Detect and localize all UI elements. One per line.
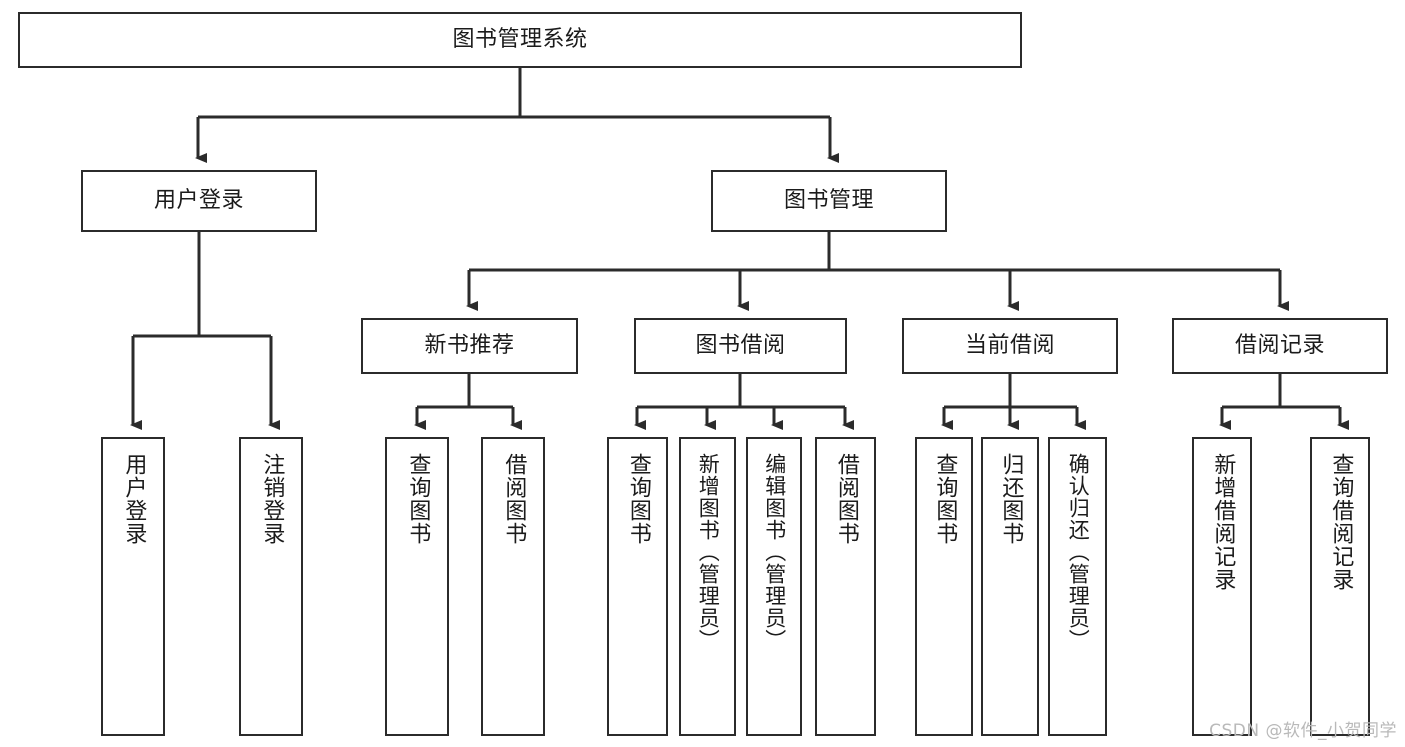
node-leaf-add-borrow-record[interactable]: 新增借阅记录 — [1192, 437, 1252, 736]
node-leaf-query-book-recommend-label: 查询图书 — [405, 453, 431, 545]
node-root[interactable]: 图书管理系统 — [18, 12, 1022, 68]
node-new-book-recommend-label: 新书推荐 — [424, 332, 515, 358]
node-book-borrow-label: 图书借阅 — [695, 332, 786, 358]
node-borrow-record[interactable]: 借阅记录 — [1172, 318, 1388, 374]
node-leaf-return-book[interactable]: 归还图书 — [981, 437, 1039, 736]
node-leaf-borrow-book-recommend[interactable]: 借阅图书 — [481, 437, 545, 736]
node-leaf-add-book-admin-label: 新增图书（管理员） — [696, 453, 721, 651]
node-user-login-label: 用户登录 — [153, 187, 244, 213]
node-current-borrow-label: 当前借阅 — [964, 332, 1055, 358]
node-borrow-record-label: 借阅记录 — [1234, 332, 1325, 358]
node-leaf-user-login-label: 用户登录 — [121, 453, 147, 545]
node-leaf-user-login[interactable]: 用户登录 — [101, 437, 165, 736]
node-leaf-query-book-current-label: 查询图书 — [932, 453, 958, 545]
node-root-label: 图书管理系统 — [452, 26, 588, 52]
node-book-borrow[interactable]: 图书借阅 — [634, 318, 847, 374]
node-leaf-edit-book-admin[interactable]: 编辑图书（管理员） — [746, 437, 802, 736]
node-leaf-edit-book-admin-label: 编辑图书（管理员） — [762, 453, 787, 651]
node-leaf-query-book-current[interactable]: 查询图书 — [915, 437, 973, 736]
node-leaf-borrow-book-label: 借阅图书 — [833, 453, 859, 545]
node-leaf-confirm-return-admin[interactable]: 确认归还（管理员） — [1048, 437, 1107, 736]
node-leaf-query-book-recommend[interactable]: 查询图书 — [385, 437, 449, 736]
node-user-login[interactable]: 用户登录 — [81, 170, 317, 232]
node-leaf-confirm-return-admin-label: 确认归还（管理员） — [1066, 453, 1091, 651]
node-leaf-borrow-book-recommend-label: 借阅图书 — [501, 453, 527, 545]
node-new-book-recommend[interactable]: 新书推荐 — [361, 318, 578, 374]
node-leaf-logout-login-label: 注销登录 — [259, 453, 285, 545]
node-leaf-query-borrow-record[interactable]: 查询借阅记录 — [1310, 437, 1370, 736]
node-leaf-query-borrow-record-label: 查询借阅记录 — [1328, 453, 1354, 591]
node-book-management-label: 图书管理 — [783, 187, 874, 213]
node-leaf-add-borrow-record-label: 新增借阅记录 — [1210, 453, 1236, 591]
node-leaf-query-book-borrow[interactable]: 查询图书 — [607, 437, 668, 736]
node-leaf-return-book-label: 归还图书 — [998, 453, 1024, 545]
node-leaf-add-book-admin[interactable]: 新增图书（管理员） — [679, 437, 736, 736]
node-book-management[interactable]: 图书管理 — [711, 170, 947, 232]
csdn-watermark: CSDN @软件_小贺同学 — [1209, 721, 1397, 741]
node-leaf-borrow-book[interactable]: 借阅图书 — [815, 437, 876, 736]
node-current-borrow[interactable]: 当前借阅 — [902, 318, 1118, 374]
node-leaf-query-book-borrow-label: 查询图书 — [625, 453, 651, 545]
node-leaf-logout-login[interactable]: 注销登录 — [239, 437, 303, 736]
